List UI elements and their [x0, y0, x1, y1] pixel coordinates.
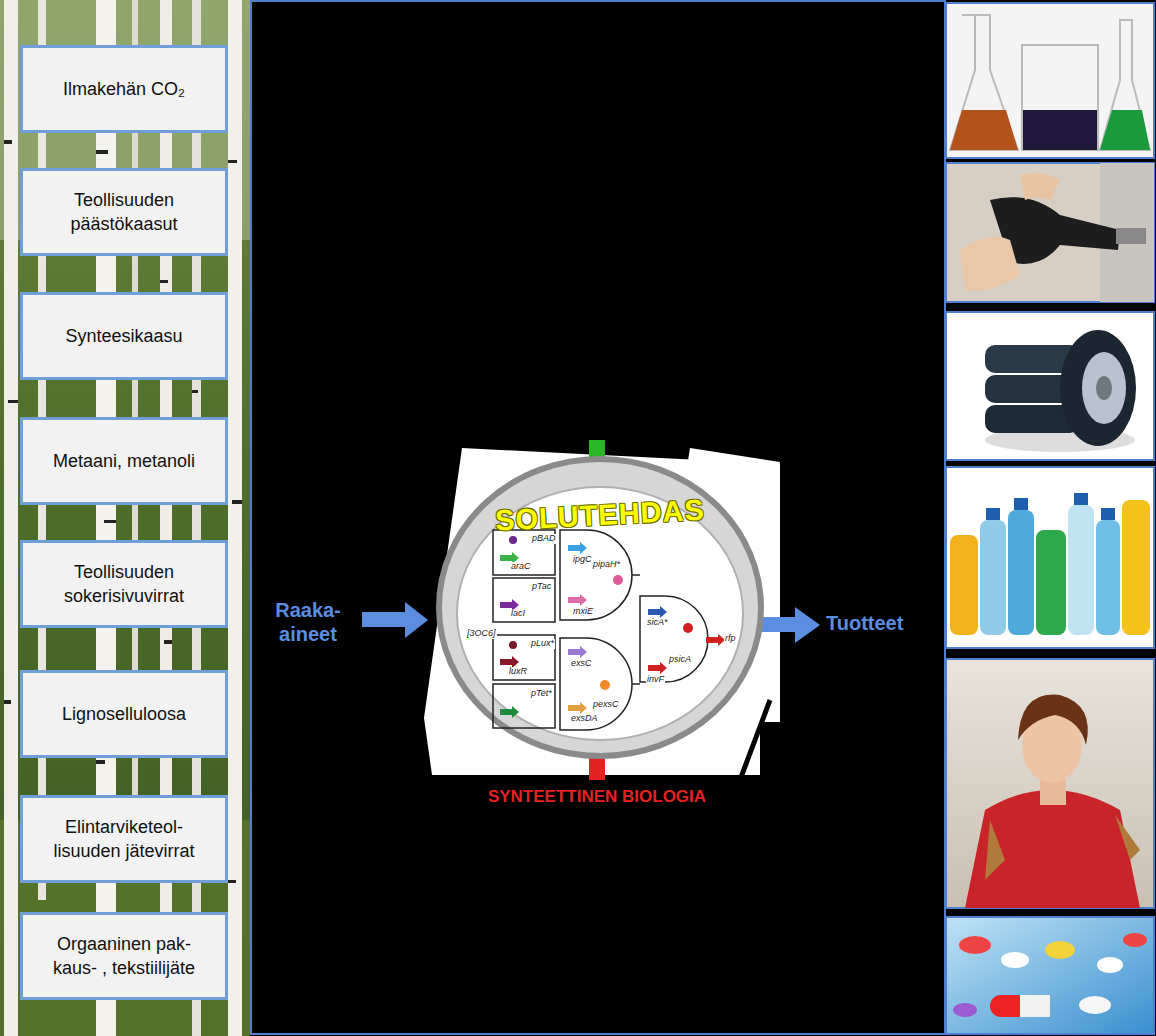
promoter-box — [493, 578, 555, 622]
fashion-photo — [946, 659, 1154, 908]
source-label: Lignoselluloosa — [62, 702, 186, 726]
protein-dot — [600, 680, 610, 690]
promoter-box — [493, 684, 555, 728]
gene-arrow — [648, 662, 667, 674]
synthetic-biology-label: SYNTEETTINEN BIOLOGIA — [440, 787, 754, 807]
gene-name: invF — [646, 675, 665, 685]
inducer-dot — [509, 641, 517, 649]
gene-arrow — [500, 706, 519, 718]
gene-arrow — [568, 702, 587, 714]
gene-name: araC — [510, 562, 532, 572]
and-gate — [560, 530, 632, 620]
genetic-circuit — [493, 530, 725, 730]
output-arrow — [755, 607, 820, 643]
source-label: Orgaaninen pak- kaus- , tekstiilijäte — [33, 932, 215, 981]
gene-name: pTet* — [530, 689, 553, 699]
gene-arrow — [648, 606, 667, 618]
tires-photo — [946, 312, 1154, 460]
source-label: Synteesikaasu — [65, 324, 182, 348]
source-label: Metaani, metanoli — [53, 449, 195, 473]
gene-name: exsDA — [570, 714, 599, 724]
cell-factory: SOLUTEHDAS — [435, 455, 765, 760]
wire — [632, 574, 640, 576]
source-box: Metaani, metanoli — [20, 417, 228, 505]
gene-arrow — [568, 542, 587, 554]
protein-dot — [613, 575, 623, 585]
gene-name: luxR — [508, 667, 528, 677]
source-box: Teollisuuden sokerisivuvirrat — [20, 540, 228, 628]
gene-name: sicA* — [646, 618, 669, 628]
source-label: Teollisuuden sokerisivuvirrat — [33, 560, 215, 609]
gene-name: pTac — [531, 582, 552, 592]
source-label: Ilmakehän CO₂ — [63, 77, 185, 101]
input-label: Raaka- aineet — [262, 598, 354, 646]
fuel-nozzle-photo — [946, 163, 1154, 302]
paper-gap — [740, 700, 770, 780]
paper-background — [424, 448, 780, 775]
wire — [632, 683, 640, 685]
gene-name: ipgC — [572, 555, 593, 565]
birch-forest-photo — [0, 0, 250, 1036]
gene-name: exsC — [570, 659, 593, 669]
gene-arrow — [568, 594, 587, 606]
protein-dot — [683, 623, 693, 633]
gene-arrow — [568, 646, 587, 658]
gene-name: psicA — [668, 655, 692, 665]
source-label: Elintarviketeol- lisuuden jätevirrat — [33, 815, 215, 864]
output-label: Tuotteet — [826, 612, 936, 635]
and-gate — [640, 596, 708, 682]
input-arrow — [362, 602, 428, 638]
source-label: Teollisuuden päästökaasut — [33, 188, 215, 237]
plastic-bottles-photo — [946, 467, 1154, 648]
gene-name: mxiE — [572, 607, 594, 617]
gene-name: rfp — [724, 634, 737, 644]
gene-arrow — [706, 634, 725, 646]
source-box: Teollisuuden päästökaasut — [20, 168, 228, 256]
chemistry-flasks-photo — [946, 3, 1154, 158]
pills-photo — [946, 917, 1154, 1034]
gene-name: pipaH* — [592, 560, 621, 570]
gene-name: pLux* — [530, 639, 555, 649]
gene-name: [3OC6] — [466, 629, 497, 639]
and-gate — [560, 638, 632, 730]
gene-name: pBAD — [531, 534, 557, 544]
center-panel — [251, 1, 945, 1034]
inducer-dot — [509, 536, 517, 544]
source-box: Orgaaninen pak- kaus- , tekstiilijäte — [20, 912, 228, 1000]
gene-name: lacI — [510, 609, 526, 619]
source-box: Synteesikaasu — [20, 292, 228, 380]
source-box: Lignoselluloosa — [20, 670, 228, 758]
promoter-box — [493, 635, 555, 680]
source-box: Elintarviketeol- lisuuden jätevirrat — [20, 795, 228, 883]
source-box: Ilmakehän CO₂ — [20, 45, 228, 133]
gene-name: pexsC — [592, 700, 620, 710]
